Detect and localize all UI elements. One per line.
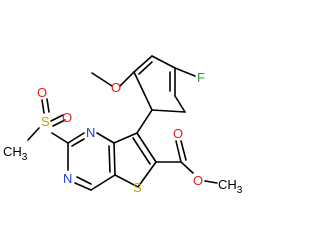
atom-sulfonyl-sulfur: S xyxy=(41,114,50,129)
bond-phenyl-4 xyxy=(133,55,153,73)
bond-c3a-c7a-double xyxy=(108,145,111,173)
atom-sulfonyl-oxygen-top: O xyxy=(37,85,47,100)
bond-s-o-top-a xyxy=(41,99,45,114)
atom-pyrimidine-nitrogen-bottom: N xyxy=(63,171,72,186)
bond-o-ch3-ester xyxy=(204,180,218,184)
bond-c6-s xyxy=(137,161,157,188)
bond-n-c2-double xyxy=(71,138,85,147)
bond-s-o-right-b xyxy=(52,119,66,127)
bond-phenyl-3 xyxy=(151,55,176,69)
atom-fluorine: F xyxy=(197,70,205,85)
bond-c-o-methoxy xyxy=(119,71,135,87)
bond-c2-s xyxy=(51,132,69,144)
bond-phenyl-c7 xyxy=(136,109,153,134)
bond-phenyl-5 xyxy=(133,71,153,111)
chemical-structure-diagram: F O O O S CH3 N N S O O CH3 xyxy=(3,55,243,196)
bond-phenyl-1 xyxy=(174,95,186,113)
bond-s-c7a xyxy=(114,174,139,188)
atom-ester-methyl: CH3 xyxy=(218,177,243,196)
atom-sulfonyl-methyl: CH3 xyxy=(3,144,28,163)
atom-carbonyl-oxygen: O xyxy=(173,126,183,141)
bond-n-c4 xyxy=(74,182,92,191)
bond-n-c2 xyxy=(67,132,85,144)
atom-ester-oxygen: O xyxy=(193,173,203,188)
atom-methoxy-oxygen: O xyxy=(111,80,121,95)
bond-c7-c3a xyxy=(113,132,138,144)
bond-s-o-top-b xyxy=(46,98,50,113)
bond-s-o-right-a xyxy=(50,114,64,122)
atom-thiophene-sulfur: S xyxy=(133,180,142,195)
bond-c-o-carbonyl-b xyxy=(180,140,187,161)
bond-c-f xyxy=(174,67,196,77)
atom-sulfonyl-oxygen-right: O xyxy=(62,110,72,125)
bond-n-c4-double xyxy=(76,176,92,185)
bond-c-o-carbonyl-a xyxy=(175,140,182,163)
bond-lines xyxy=(27,55,218,191)
bond-phenyl-double-2 xyxy=(138,61,153,75)
bond-c7-c6 xyxy=(136,132,157,163)
bond-c-o-ester xyxy=(180,161,194,174)
atom-pyrimidine-nitrogen-top: N xyxy=(86,125,95,140)
bond-c4-c7a xyxy=(90,174,116,191)
bond-c3a-n xyxy=(96,132,115,144)
bond-o-ch3-methoxy xyxy=(91,72,113,87)
bond-c7-c6-double xyxy=(132,137,151,165)
bond-s-ch3 xyxy=(27,127,40,141)
atom-labels: F O O O S CH3 N N S O O CH3 xyxy=(3,70,243,196)
bond-c3a-c7a xyxy=(113,142,116,176)
bond-phenyl-6 xyxy=(151,109,186,113)
